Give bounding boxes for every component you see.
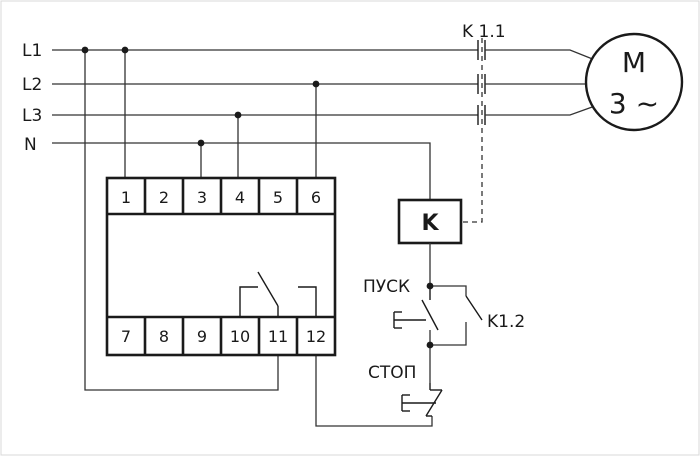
terminal-4: 4: [235, 188, 245, 207]
mechanical-linkage: [462, 38, 483, 223]
aux-contact-label: K1.2: [487, 312, 525, 332]
terminal-2: 2: [159, 188, 169, 207]
motor-label-m: M: [622, 46, 646, 79]
label-n: N: [24, 135, 37, 155]
main-contact-symbol: [470, 40, 510, 125]
label-l3: L3: [22, 106, 42, 126]
control-junction-dots: [426, 282, 434, 349]
start-button-label: ПУСК: [363, 277, 410, 297]
junction-dots: [81, 46, 320, 147]
motor-symbol: [584, 32, 684, 132]
label-l2: L2: [22, 75, 42, 95]
terminal-12: 12: [306, 327, 326, 346]
terminal-6: 6: [311, 188, 321, 207]
terminal-3: 3: [197, 188, 207, 207]
terminal-11: 11: [268, 327, 288, 346]
terminal-10: 10: [230, 327, 250, 346]
motor-feed-wires: [510, 49, 596, 116]
terminal-5: 5: [273, 188, 283, 207]
relay-internal-contact-symbol: [239, 271, 317, 317]
label-l1: L1: [22, 41, 42, 61]
stop-button-label: СТОП: [368, 363, 416, 383]
main-contact-label: K 1.1: [462, 22, 506, 42]
relay-module: [105, 176, 337, 357]
terminal-7: 7: [121, 327, 131, 346]
supply-lines: [52, 49, 470, 200]
stop-pushbutton-symbol: [401, 383, 443, 417]
start-pushbutton-symbol: [393, 286, 439, 331]
junction-wires: [84, 50, 433, 427]
motor-label-phase: 3 ~: [609, 87, 659, 120]
terminal-9: 9: [197, 327, 207, 346]
terminal-8: 8: [159, 327, 169, 346]
terminal-1: 1: [121, 188, 131, 207]
coil-label: K: [421, 211, 439, 236]
control-circuit-wires: [429, 243, 483, 383]
